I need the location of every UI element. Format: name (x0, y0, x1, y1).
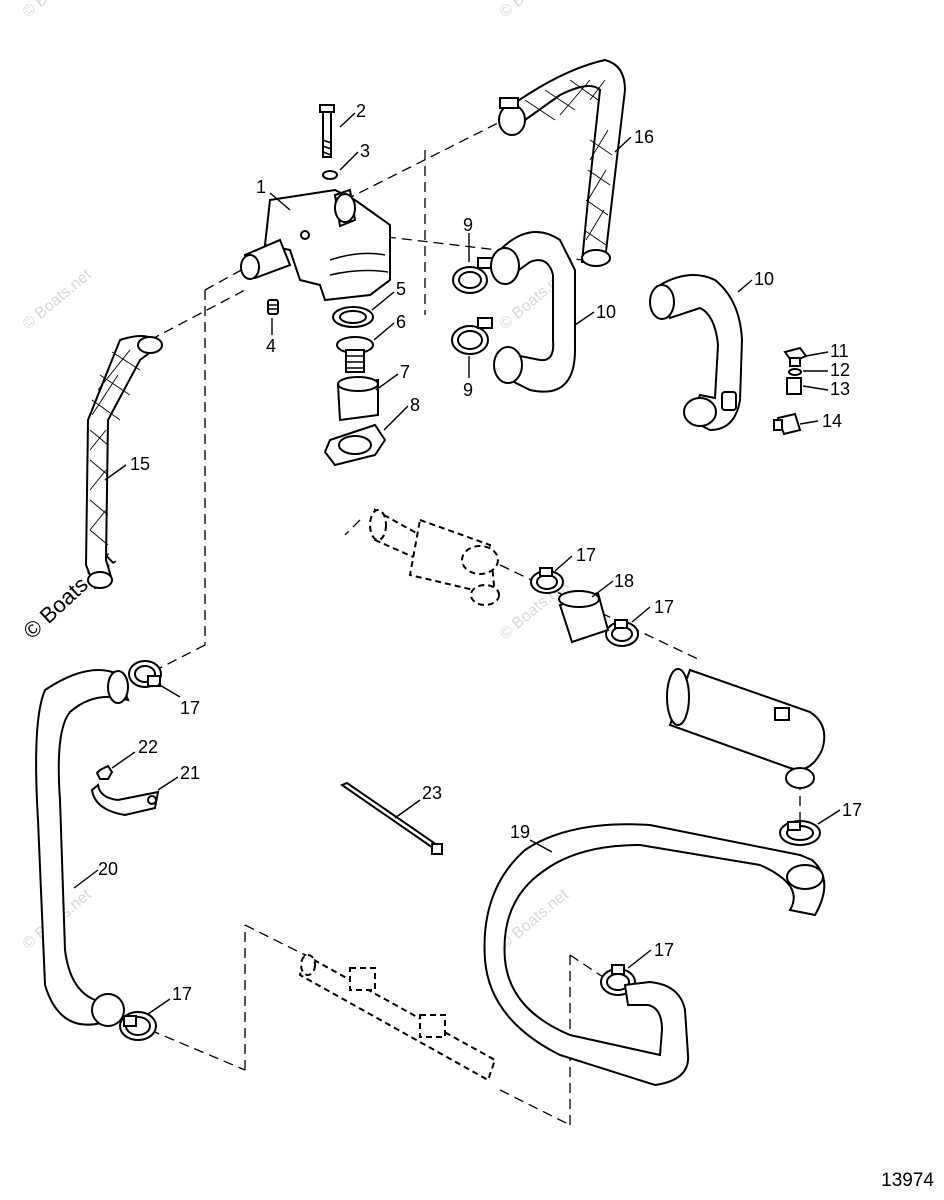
fitting-stack (773, 346, 808, 436)
hose-bracket (90, 783, 160, 817)
figure-number: 13974 (881, 1170, 934, 1191)
callout-17-u-hose: 17 (654, 940, 674, 960)
pipe-plug (267, 299, 279, 315)
heat-exchanger (666, 668, 826, 789)
callout-20: 20 (98, 859, 118, 879)
hose-clamp (119, 1011, 157, 1041)
water-pump-reference (369, 508, 500, 606)
callout-19: 19 (510, 822, 530, 842)
thermostat-sleeve (336, 376, 379, 422)
hose-clamp (452, 257, 493, 294)
callout-11: 11 (830, 341, 849, 361)
hose-clamp (530, 567, 564, 594)
callout-10-elbow: 10 (754, 269, 774, 289)
braided-hose-top (498, 58, 627, 267)
thermostat (336, 336, 374, 373)
thermostat-seal (332, 306, 374, 328)
hose-clamp (451, 317, 493, 355)
assembly-lines (149, 121, 801, 1126)
callout-4: 4 (266, 336, 276, 356)
callout-23: 23 (422, 783, 442, 803)
watermark-text: © Boats.net (20, 266, 96, 333)
callout-17-pump-clamp: 17 (576, 545, 596, 565)
large-u-hose (483, 823, 826, 1087)
hose-coupler (558, 590, 610, 644)
callout-17-coupler-clamp: 17 (654, 597, 674, 617)
callout-18: 18 (614, 571, 634, 591)
callout-22: 22 (138, 737, 158, 757)
hose-clamp (605, 619, 639, 647)
callout-3: 3 (360, 141, 370, 161)
u-shaped-hose (490, 231, 576, 393)
callout-13: 13 (830, 379, 850, 399)
callout-labels: 1 2 3 4 5 6 7 8 9 9 10 10 11 12 13 14 15… (98, 101, 862, 1004)
callout-17-left-upper: 17 (180, 698, 200, 718)
callout-15: 15 (130, 454, 150, 474)
callout-9-upper: 9 (463, 215, 473, 235)
callout-2: 2 (356, 101, 366, 121)
callout-17-exchanger: 17 (842, 800, 862, 820)
callout-16: 16 (634, 127, 654, 147)
housing-gasket (323, 423, 387, 467)
lower-fitting-reference (298, 953, 497, 1082)
callout-1: 1 (256, 177, 266, 197)
leader-lines (73, 112, 841, 1015)
callout-21: 21 (180, 763, 200, 783)
hose-clamp (128, 660, 162, 688)
hex-nut (95, 764, 114, 780)
elbow-hose (649, 274, 744, 432)
braided-hose-left (84, 335, 163, 590)
callout-6: 6 (396, 312, 406, 332)
bolt-washer (322, 170, 338, 180)
callout-12: 12 (830, 360, 850, 380)
callout-9-lower: 9 (463, 380, 473, 400)
callout-8: 8 (410, 395, 420, 415)
watermark-text: © Boats.net (497, 0, 573, 21)
callout-7: 7 (400, 362, 410, 382)
callout-5: 5 (396, 279, 406, 299)
callout-14: 14 (822, 411, 842, 431)
watermark-text: © Boats.net (20, 0, 96, 21)
callout-10-u-hose: 10 (596, 302, 616, 322)
thermostat-housing (240, 188, 391, 302)
housing-bolt (319, 104, 335, 158)
callout-17-left-lower: 17 (172, 984, 192, 1004)
cable-tie (339, 781, 443, 855)
long-hose-left (35, 669, 130, 1027)
hose-clamp (600, 964, 636, 996)
hose-clamp (779, 820, 821, 846)
